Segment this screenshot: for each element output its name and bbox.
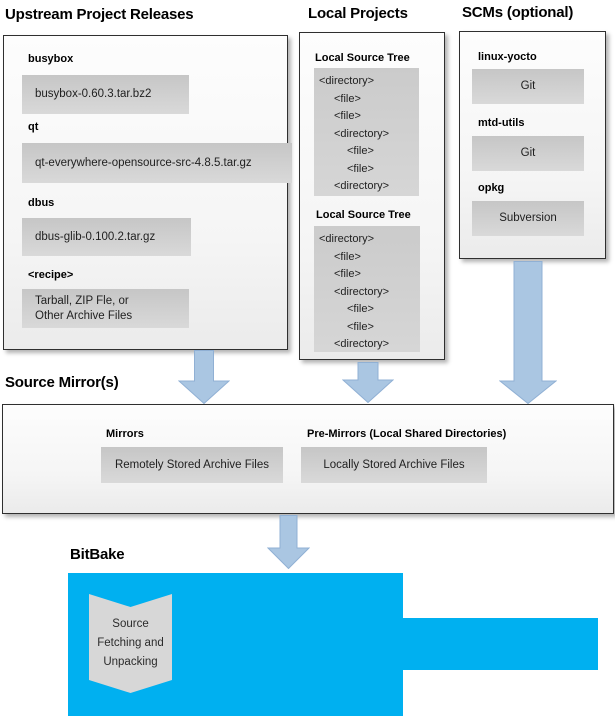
tree-item: <directory>: [334, 338, 390, 350]
archive-types-note: Tarball, ZIP Fle, or Other Archive Files: [22, 289, 189, 328]
tree-item: <file>: [334, 268, 361, 280]
tree-item: <directory>: [319, 75, 375, 87]
tree-item: <directory>: [334, 285, 390, 298]
scm-type: Git: [472, 136, 584, 171]
scm-type: Git: [472, 69, 584, 104]
local-projects-title: Local Projects: [308, 5, 408, 22]
down-arrow-icon: [342, 362, 394, 403]
scm-project-label: opkg: [478, 182, 505, 194]
scms-title: SCMs (optional): [462, 4, 574, 21]
upstream-releases-box: busybox busybox-0.60.3.tar.bz2 qt qt-eve…: [3, 35, 292, 350]
tarball-filename: qt-everywhere-opensource-src-4.8.5.tar.g…: [22, 143, 292, 183]
tarball-filename: dbus-glib-0.100.2.tar.gz: [22, 218, 191, 256]
source-tree-listing: <directory> <file> <file> <directory> <f…: [314, 68, 419, 196]
pre-mirrors-label: Pre-Mirrors (Local Shared Directories): [307, 428, 507, 440]
package-name-label: busybox: [28, 53, 74, 65]
tree-item: <directory>: [334, 180, 390, 192]
tree-item: <file>: [334, 250, 361, 263]
local-projects-box: Local Source Tree <directory> <file> <fi…: [299, 32, 445, 360]
tree-item: <directory>: [319, 233, 375, 245]
upstream-releases-title: Upstream Project Releases: [5, 6, 194, 23]
tree-item: <file>: [347, 320, 374, 333]
scms-box: linux-yocto Git mtd-utils Git opkg Subve…: [459, 31, 606, 259]
source-mirrors-title: Source Mirror(s): [5, 374, 119, 391]
tree-item: <file>: [334, 110, 361, 122]
tree-item: <file>: [347, 145, 374, 157]
scm-type: Subversion: [472, 201, 584, 236]
bitbake-title: BitBake: [70, 546, 125, 563]
down-arrow-icon: [178, 350, 230, 404]
local-source-tree-label: Local Source Tree: [315, 52, 410, 64]
tree-item: <directory>: [334, 127, 390, 140]
bitbake-output-bar: [403, 618, 598, 670]
package-name-label: qt: [28, 121, 39, 133]
scm-project-label: linux-yocto: [478, 51, 537, 63]
tree-item: <file>: [334, 92, 361, 105]
source-mirrors-box: Mirrors Remotely Stored Archive Files Pr…: [2, 404, 614, 514]
tree-item: <file>: [347, 303, 374, 315]
tree-item: <file>: [347, 162, 374, 175]
source-tree-listing: <directory> <file> <file> <directory> <f…: [314, 226, 420, 352]
down-arrow-icon: [267, 515, 310, 569]
down-arrow-icon: [499, 261, 557, 404]
pre-mirrors-description: Locally Stored Archive Files: [301, 447, 487, 483]
tarball-filename: busybox-0.60.3.tar.bz2: [22, 75, 189, 114]
package-name-label: <recipe>: [28, 269, 74, 281]
mirrors-label: Mirrors: [106, 428, 144, 440]
source-fetching-step: Source Fetching and Unpacking: [89, 594, 172, 693]
scm-project-label: mtd-utils: [478, 117, 525, 129]
local-source-tree-label: Local Source Tree: [316, 209, 411, 221]
package-name-label: dbus: [28, 197, 55, 209]
mirrors-description: Remotely Stored Archive Files: [101, 447, 283, 483]
